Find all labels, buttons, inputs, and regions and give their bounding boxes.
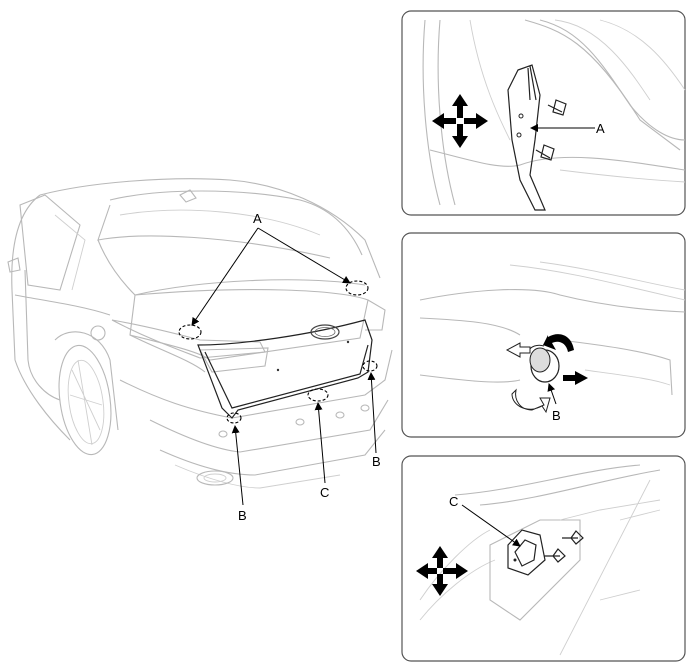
detail-panel-b: B: [401, 232, 686, 438]
push-arrow-icon: [505, 342, 531, 358]
screw-icon: [544, 548, 566, 563]
label-b-panel2: B: [552, 408, 561, 423]
four-way-arrow-icon: [416, 546, 468, 596]
trunk-lid-garnish: [197, 319, 373, 419]
clip-b-left: [226, 412, 242, 424]
screw-icon: [547, 99, 567, 116]
clip-location-markers: [178, 280, 378, 424]
detail-panel-a: A: [401, 10, 686, 216]
label-a-main: A: [253, 211, 262, 226]
rotate-arrow-icon: [543, 334, 574, 352]
car-rear-illustration: [7, 178, 393, 489]
pull-arrow-icon: [563, 371, 588, 385]
rotate-arrow-icon: [511, 388, 551, 414]
four-way-arrow-icon: [432, 94, 488, 148]
label-b-left: B: [238, 508, 247, 523]
label-c-main: C: [320, 485, 329, 500]
kia-emblem-icon: [310, 324, 340, 340]
clip-c: [307, 388, 329, 402]
clip-a-left: [178, 324, 202, 340]
screw-icon: [562, 530, 584, 545]
clip-a-right: [345, 280, 369, 296]
clip-icon: [507, 529, 546, 576]
label-a-panel1: A: [596, 121, 605, 136]
clip-b-right: [362, 360, 378, 372]
screw-icon: [535, 144, 555, 161]
detail-panel-c: C: [401, 455, 686, 662]
label-c-panel3: C: [449, 494, 458, 509]
bulb-icon: [527, 344, 560, 383]
label-b-right: B: [372, 454, 381, 469]
